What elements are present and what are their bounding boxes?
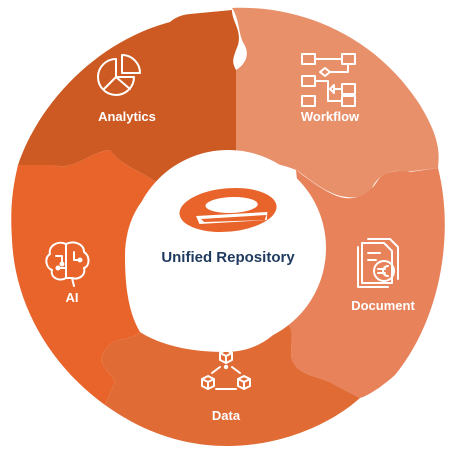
pie-chart-icon (97, 54, 141, 96)
ai-label: AI (66, 290, 79, 305)
center-circle (130, 150, 326, 346)
document-euro-icon (357, 238, 399, 288)
data-segment (101, 322, 361, 446)
document-label: Document (351, 298, 415, 313)
analytics-label: Analytics (98, 109, 156, 124)
e-logo (179, 188, 277, 232)
ai-segment (11, 150, 160, 405)
data-label: Data (212, 408, 241, 423)
brain-icon (45, 241, 90, 287)
center-label: Unified Repository (161, 249, 295, 266)
cubes-icon (201, 349, 251, 390)
workflow-label: Workflow (301, 109, 360, 124)
flowchart-icon (301, 53, 356, 107)
workflow-segment (232, 7, 439, 198)
analytics-segment (18, 10, 239, 185)
